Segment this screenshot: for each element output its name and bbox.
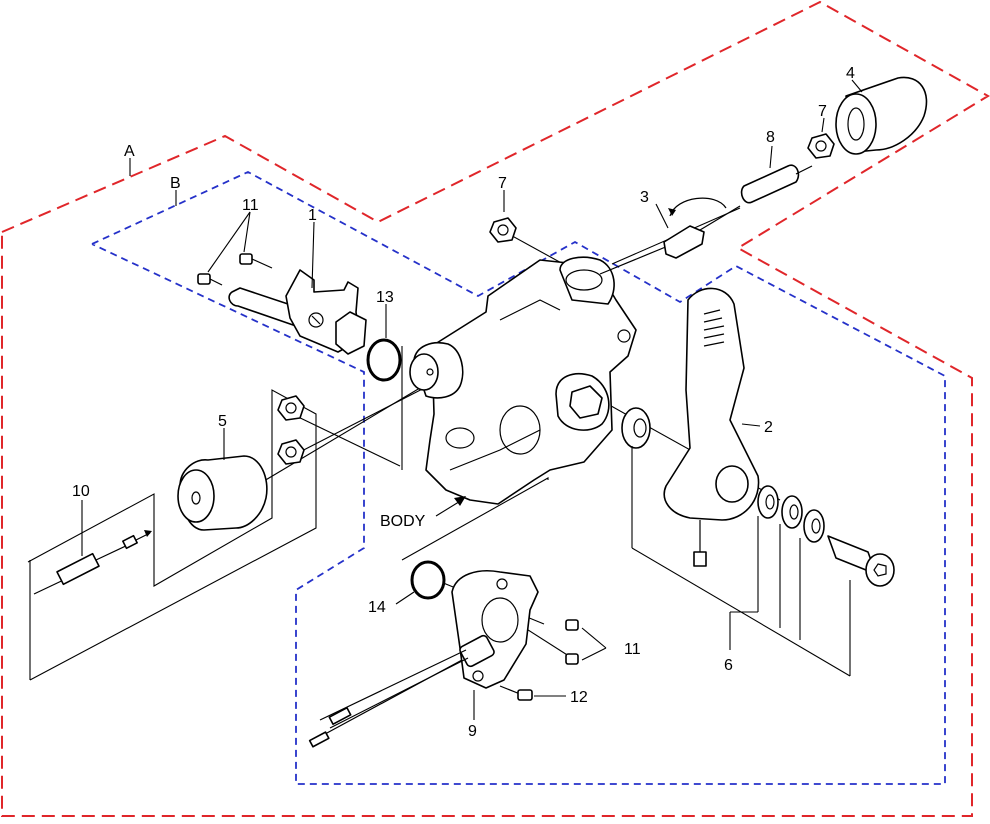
o-ring-14 [410, 560, 446, 600]
part-3-bracket [599, 197, 741, 275]
nuts-7 [277, 133, 835, 465]
group-b-outline [91, 170, 946, 785]
leader-lines [81, 79, 863, 720]
part-9-sensor [308, 570, 539, 748]
label-part-2: 2 [764, 419, 773, 436]
label-part-11-top: 11 [242, 197, 259, 214]
assembly-lines [27, 207, 781, 681]
screws-11-top [197, 253, 273, 286]
label-part-4: 4 [846, 65, 855, 82]
label-part-6: 6 [724, 657, 733, 674]
body-housing [409, 256, 637, 505]
label-part-5: 5 [218, 413, 227, 430]
label-part-12: 12 [570, 689, 588, 706]
part-10-cable [33, 530, 152, 595]
label-part-7-center: 7 [498, 175, 507, 192]
label-part-13: 13 [376, 289, 394, 306]
part-1-shaft [228, 269, 367, 355]
label-part-1: 1 [308, 207, 317, 224]
label-part-3: 3 [640, 189, 649, 206]
label-part-7-right: 7 [818, 103, 827, 120]
label-part-8: 8 [766, 129, 775, 146]
label-group-b: B [170, 175, 181, 192]
label-group-a: A [124, 143, 135, 160]
label-part-14: 14 [368, 599, 386, 616]
part-8-rod [740, 164, 813, 204]
label-body: BODY [380, 513, 426, 530]
o-ring-13 [366, 338, 402, 382]
part-5-bushing [177, 455, 268, 531]
screws-11-12-bottom [499, 619, 579, 701]
label-part-10: 10 [72, 483, 90, 500]
body-arrow [435, 496, 466, 517]
label-part-11-bottom: 11 [624, 641, 641, 658]
part-2-lever [663, 287, 760, 567]
label-part-9: 9 [468, 723, 477, 740]
bolt [827, 535, 895, 587]
part-4-bushing [835, 76, 928, 155]
part-6-group-lines [631, 446, 851, 677]
washers [621, 407, 825, 543]
